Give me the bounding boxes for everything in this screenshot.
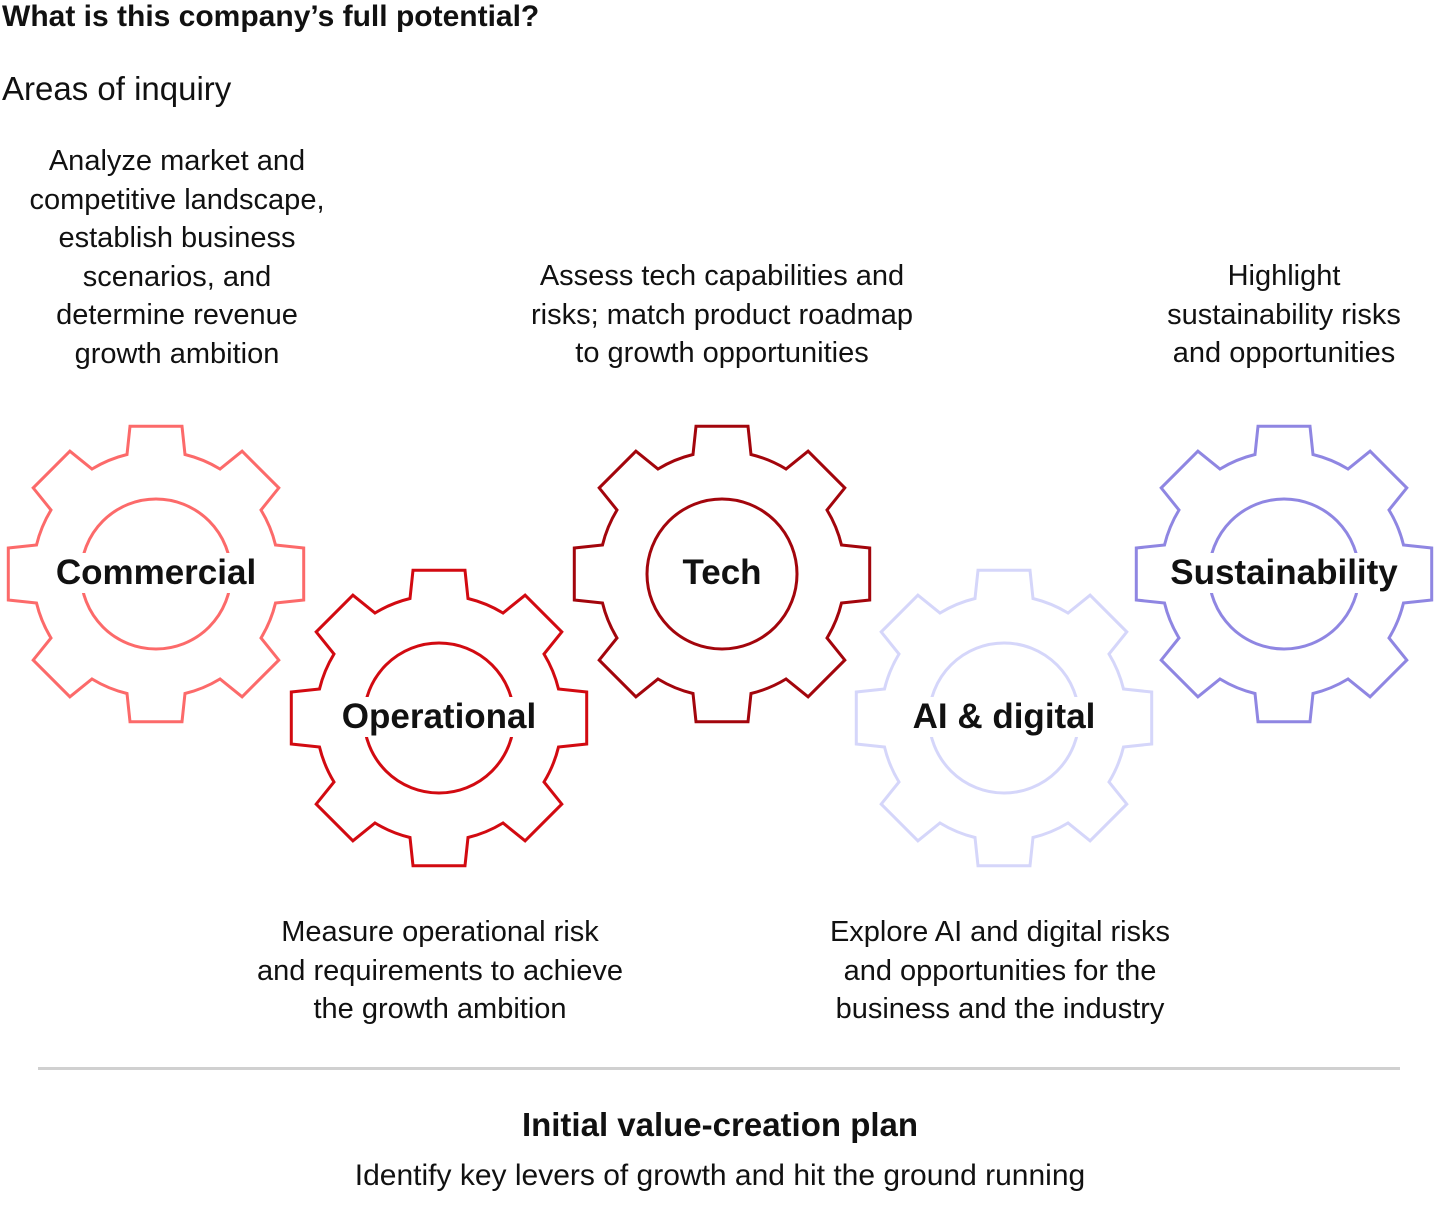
section-subtitle: Areas of inquiry xyxy=(2,70,232,107)
gear-outline xyxy=(572,424,872,724)
gear-outline xyxy=(1134,424,1434,724)
gear-inner-circle xyxy=(645,497,799,651)
plan-subtitle: Identify key levers of growth and hit th… xyxy=(354,1159,1086,1192)
divider xyxy=(38,1067,1400,1070)
tech-description: Assess tech capabilities and risks; matc… xyxy=(531,260,913,369)
plan-title: Initial value-creation plan xyxy=(521,1106,919,1143)
sustainability-description: Highlight sustainability risks and oppor… xyxy=(1167,260,1401,369)
gear-label-tech: Tech xyxy=(680,553,764,593)
gear-label-commercial: Commercial xyxy=(53,553,259,593)
commercial-description: Analyze market and competitive landscape… xyxy=(29,145,325,370)
ai-digital-description: Explore AI and digital risks and opportu… xyxy=(829,916,1171,1025)
gear-outline xyxy=(854,568,1154,868)
gear-label-operational: Operational xyxy=(339,697,539,737)
page-title: What is this company’s full potential? xyxy=(2,0,540,33)
operational-description: Measure operational risk and requirement… xyxy=(257,916,623,1025)
gear-label-ai-digital: AI & digital xyxy=(910,697,1098,737)
gear-outline xyxy=(289,568,589,868)
gear-outline xyxy=(6,424,306,724)
gear-tech xyxy=(572,424,872,724)
gear-label-sustainability: Sustainability xyxy=(1168,553,1400,593)
